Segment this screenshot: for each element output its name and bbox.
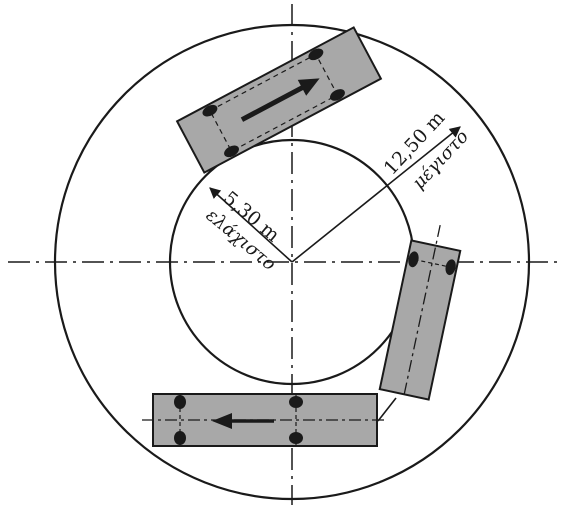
vehicle-wheelbase [209,53,339,153]
wheel [308,48,324,61]
wheel [174,395,186,409]
hitch-line [377,397,397,422]
vehicle-right [378,222,462,401]
direction-arrow-shaft [240,83,307,122]
wheel [224,145,239,158]
wheel [174,431,186,445]
direction-arrow-head [212,413,232,429]
wheel [289,396,303,408]
wheel [330,89,345,101]
outer-turning-circle [53,23,531,501]
vehicle-top [175,26,383,174]
max-radius-line [291,126,461,263]
wheel [202,104,218,117]
wheel [445,259,456,276]
vehicle-bottom [142,393,385,447]
direction-arrow-head [297,78,320,96]
min-radius-line [209,187,293,263]
wheel [408,251,419,268]
vehicle-centerline [403,222,442,395]
wheel [289,432,303,444]
